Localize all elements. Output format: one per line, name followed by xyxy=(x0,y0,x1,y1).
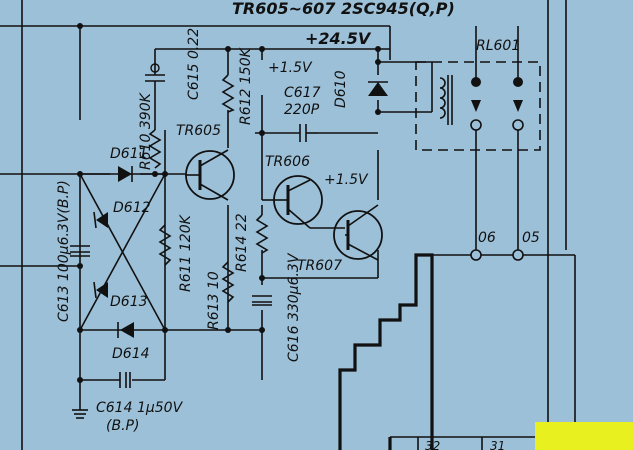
yellow-highlight xyxy=(535,422,633,450)
c616-label: C616 330µ6.3V xyxy=(286,252,302,362)
r611-label: R611 120K xyxy=(178,213,194,292)
d611-label: D611 xyxy=(110,146,148,162)
d613-label: D613 xyxy=(110,294,148,310)
junction-dots xyxy=(77,23,381,383)
relay-contact-a xyxy=(471,77,481,87)
c614-label: C614 1µ50V xyxy=(96,400,184,416)
transistor-tr607-icon xyxy=(333,204,383,261)
d612-label: D612 xyxy=(113,200,151,216)
relay-arrow-a-icon xyxy=(471,100,481,112)
supply-voltage-label: +24.5V xyxy=(305,29,372,48)
diode-d614-icon xyxy=(117,322,134,338)
d614-label: D614 xyxy=(112,346,150,362)
r610-label: R610 390K xyxy=(138,91,154,170)
r614-label: R614 22 xyxy=(234,213,250,272)
c615-label: C615 0.22 xyxy=(186,28,202,100)
relay-box xyxy=(415,61,541,151)
staircase-line xyxy=(338,253,434,450)
ground-icon xyxy=(72,380,88,419)
tr606-label: TR606 xyxy=(265,154,310,170)
capacitor-c616-icon xyxy=(252,295,272,306)
capacitor-c617-icon xyxy=(299,124,318,142)
relay-terminal-a xyxy=(470,119,482,131)
transistor-tr605-icon xyxy=(185,149,235,201)
relay-contact-b xyxy=(513,77,523,87)
resistor-r610-icon xyxy=(148,129,162,169)
capacitor-c614-icon xyxy=(119,372,131,388)
r613-label: R613 10 xyxy=(206,271,222,330)
header-title: TR605~607 2SC945(Q,P) xyxy=(232,0,455,18)
transistor-tr606-icon xyxy=(273,175,323,229)
relay-pin-06: 06 xyxy=(478,230,496,246)
bottom-label-32: 32 xyxy=(425,439,440,450)
relay-label: RL601 xyxy=(476,38,520,54)
bottom-label-31: 31 xyxy=(490,439,505,450)
tr607-label: TR607 xyxy=(297,258,342,274)
r612-label: R612 150K xyxy=(238,46,254,125)
c614-note: (B.P) xyxy=(106,418,139,434)
relay-coil-icon xyxy=(439,77,446,119)
capacitor-c615-icon xyxy=(145,60,165,90)
terminal-05 xyxy=(512,249,524,261)
c613-label: C613 100µ6.3V(B.P) xyxy=(56,180,72,322)
c617-name: C617 xyxy=(284,85,321,101)
c617-value: 220P xyxy=(284,102,320,118)
bias-voltage-2-label: +1.5V xyxy=(324,172,369,188)
d610-label: D610 xyxy=(333,70,349,108)
relay-arrow-b-icon xyxy=(513,100,523,112)
diode-d613-icon xyxy=(93,281,108,299)
diode-d611-icon xyxy=(118,166,133,182)
tr605-label: TR605 xyxy=(176,123,221,139)
resistor-r614-icon xyxy=(255,214,269,254)
diode-d612-icon xyxy=(93,211,108,229)
diode-d610-icon xyxy=(368,81,388,96)
resistor-r612-icon xyxy=(221,74,235,113)
capacitor-c613-icon xyxy=(70,245,90,257)
relay-terminal-b xyxy=(512,119,524,131)
resistor-r611-icon xyxy=(158,224,172,266)
bias-voltage-label: +1.5V xyxy=(268,60,313,76)
terminal-06 xyxy=(470,249,482,261)
relay-pin-05: 05 xyxy=(522,230,540,246)
resistor-r613-icon xyxy=(221,261,235,303)
